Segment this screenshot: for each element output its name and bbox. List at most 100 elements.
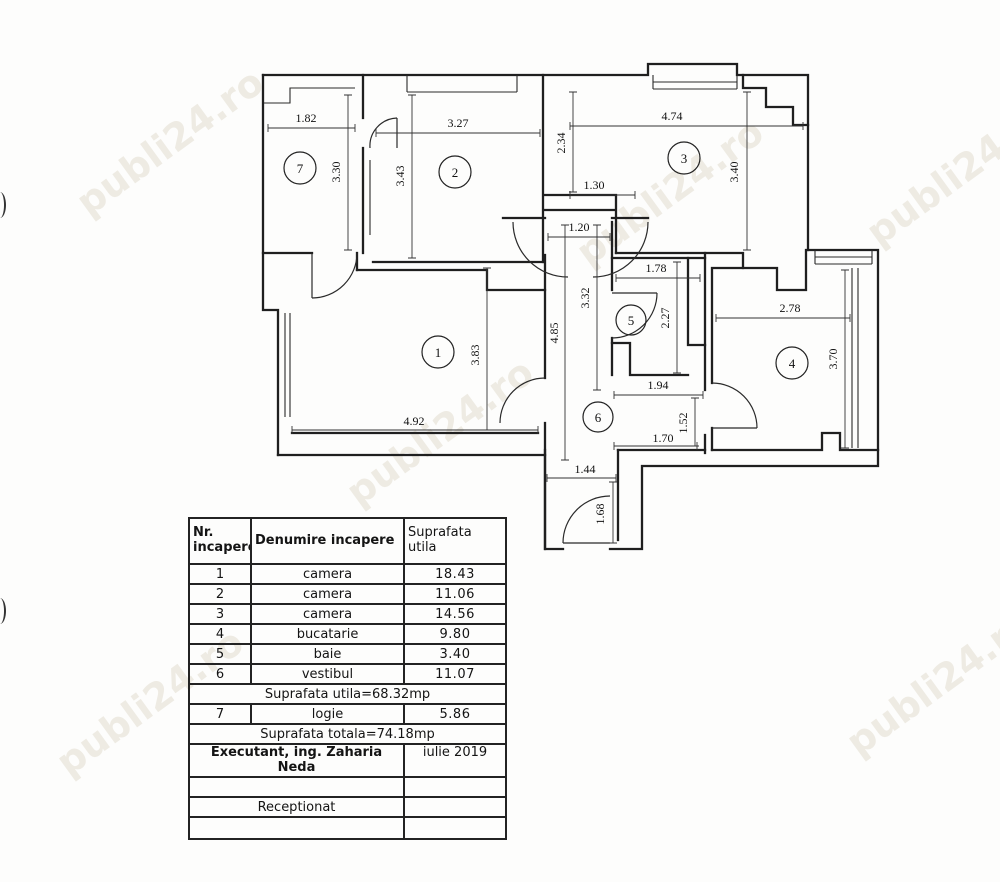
room-circle-4 [775,346,809,380]
room-circle-2 [438,155,472,189]
dim-label: 3.43 [393,166,407,187]
dim-label: 1.82 [296,111,317,125]
dim-label: 1.68 [593,504,607,525]
door-arc-balcony [311,252,358,299]
receptionat-label: Receptionat [188,796,405,818]
room-nr: 6 [188,663,252,685]
room-circle-1 [421,335,455,369]
total-area: Suprafata totala=74.18mp [188,723,507,745]
room-nr: 3 [188,603,252,625]
table-row: 6 vestibul 11.07 [188,663,507,685]
subtotal-utila: Suprafata utila=68.32mp [188,683,507,705]
room-name: bucatarie [250,623,405,645]
dimension-lines [267,91,851,544]
executant-label: Executant, ing. Zaharia Neda [188,743,405,778]
room-area: 14.56 [403,603,507,625]
table-row: 1 camera 18.43 [188,563,507,585]
room-circle-5 [615,304,647,336]
date-label: iulie 2019 [403,743,507,778]
dim-label: 4.85 [547,323,561,344]
room-name: baie [250,643,405,665]
dim-label: 3.83 [468,345,482,366]
room-name: logie [250,703,405,725]
dimension-labels: 1.82 3.30 3.27 3.43 4.74 2.34 1.30 3.40 … [296,109,841,525]
room-nr: 7 [188,703,252,725]
room-name: camera [250,563,405,585]
scan-artifact [0,192,6,218]
dim-label: 2.27 [658,308,672,329]
room-area: 18.43 [403,563,507,585]
table-row: 3 camera 14.56 [188,603,507,625]
header-denumire: Denumire incapere [250,517,405,565]
dim-label: 1.20 [569,220,590,234]
room-area: 11.07 [403,663,507,685]
dim-label: 4.92 [404,414,425,428]
header-suprafata: Suprafata utila [403,517,507,565]
header-nr-incapere: Nr. incapere [188,517,252,565]
room-number-2: 2 [452,165,459,180]
door-arc-bath [611,292,658,339]
room-area: 3.40 [403,643,507,665]
receptionat-row: Receptionat [188,796,507,818]
room-circle-7 [283,151,317,185]
room-nr: 1 [188,563,252,585]
executant-row: Executant, ing. Zaharia Neda iulie 2019 [188,743,507,778]
room-name: vestibul [250,663,405,685]
empty-row [188,816,507,840]
empty-cell [188,776,405,798]
door-arc-entrance [562,495,611,544]
scan-artifact [0,598,6,624]
table-row-logie: 7 logie 5.86 [188,703,507,725]
room-circle-6 [582,401,614,433]
windows [284,75,873,448]
empty-cell [188,816,405,840]
room-number-7: 7 [297,161,304,176]
dim-label: 1.44 [575,462,596,476]
table-row: 2 camera 11.06 [188,583,507,605]
subtotal-row: Suprafata utila=68.32mp [188,683,507,705]
dim-label: 1.94 [648,378,669,392]
dim-label: 2.78 [780,301,801,315]
door-arc-kitchen [711,382,758,429]
empty-row [188,776,507,798]
dim-label: 3.32 [578,288,592,309]
room-area: 5.86 [403,703,507,725]
empty-cell [403,776,507,798]
dim-label: 1.70 [653,431,674,445]
door-arc-room1 [499,377,546,424]
room-area: 9.80 [403,623,507,645]
room-number-4: 4 [789,356,796,371]
dim-label: 2.34 [554,133,568,154]
room-nr: 5 [188,643,252,665]
table-header-row: Nr. incapere Denumire incapere Suprafata… [188,517,507,565]
dim-label: 1.52 [676,413,690,434]
room-numbers: 1 2 3 4 5 6 7 [283,141,809,433]
room-area-table: Nr. incapere Denumire incapere Suprafata… [188,517,507,840]
room-number-3: 3 [681,151,688,166]
dim-label: 3.30 [329,162,343,183]
dim-label: 3.70 [826,349,840,370]
interior-walls [261,73,880,551]
total-row: Suprafata totala=74.18mp [188,723,507,745]
dim-label: 3.40 [727,162,741,183]
room-number-1: 1 [435,345,442,360]
table-row: 4 bucatarie 9.80 [188,623,507,645]
room-nr: 4 [188,623,252,645]
door-swings [311,117,758,544]
room-number-5: 5 [628,313,635,328]
room-nr: 2 [188,583,252,605]
dim-label: 3.27 [448,116,469,130]
room-area: 11.06 [403,583,507,605]
room-name: camera [250,603,405,625]
dim-label: 4.74 [662,109,683,123]
room-name: camera [250,583,405,605]
dim-label: 1.30 [584,178,605,192]
door-arc-double [512,221,649,278]
room-circle-3 [667,141,701,175]
empty-cell [403,796,507,818]
room-number-6: 6 [595,410,602,425]
empty-cell [403,816,507,840]
table-row: 5 baie 3.40 [188,643,507,665]
